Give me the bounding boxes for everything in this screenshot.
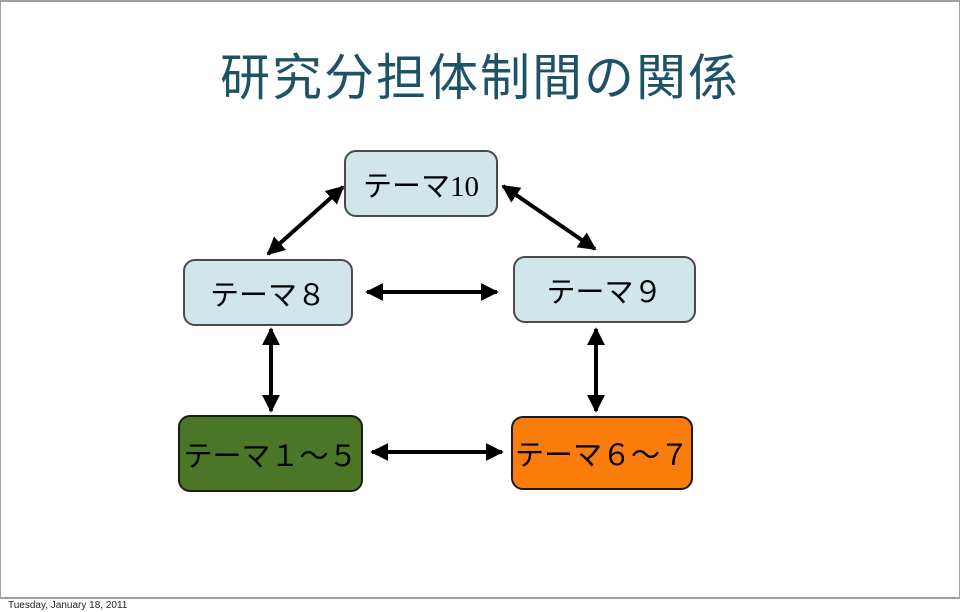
diagram-node-theme-1-5: テーマ１～５ (178, 415, 363, 492)
slide-canvas: 研究分担体制間の関係 テーマ10 テーマ８ テーマ９ テーマ１～５ テーマ６～７ (0, 0, 960, 599)
diagram-node-theme-8: テーマ８ (183, 259, 353, 326)
page-title: 研究分担体制間の関係 (220, 50, 740, 106)
diagram-node-theme-9: テーマ９ (513, 256, 696, 323)
diagram-node-theme-10: テーマ10 (344, 150, 498, 217)
diagram-node-theme-6-7: テーマ６～７ (511, 416, 693, 490)
arrow-theme10-theme9 (501, 184, 597, 251)
date-label: Tuesday, January 18, 2011 (8, 600, 128, 611)
arrow-theme10-theme8 (266, 185, 345, 256)
